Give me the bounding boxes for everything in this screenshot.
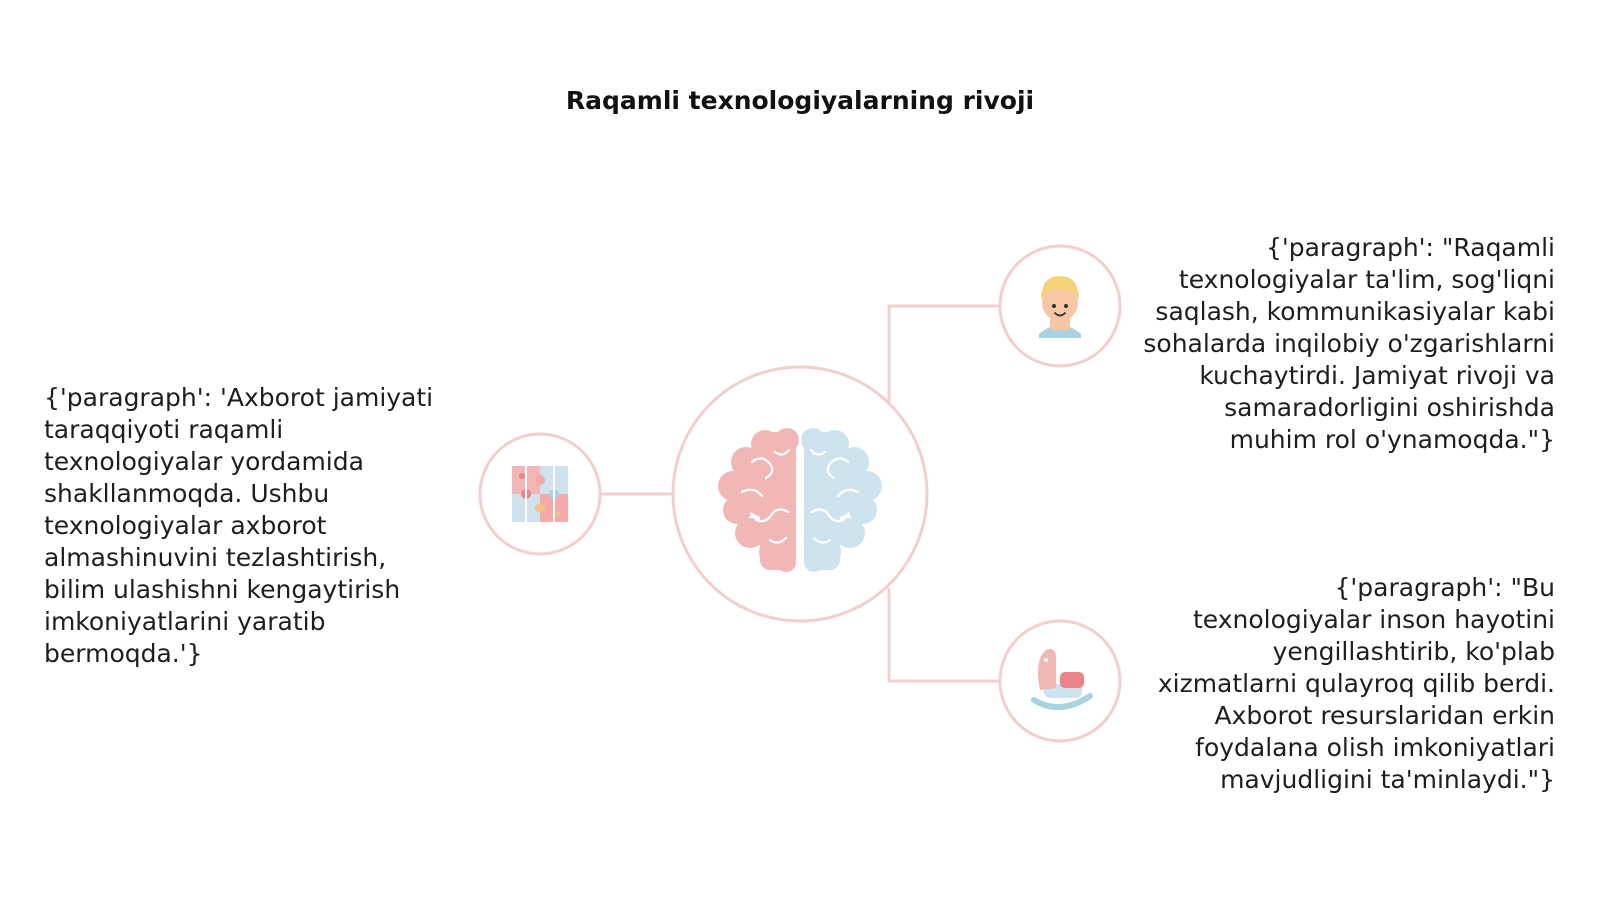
rocking-horse-icon (1031, 649, 1093, 710)
paragraph-left: {'paragraph': 'Axborot jamiyati taraqqiy… (44, 383, 434, 668)
connectors (600, 304, 1000, 683)
puzzle-icon (512, 466, 568, 522)
person-icon (1039, 276, 1081, 338)
right-top-node (998, 244, 1122, 368)
paragraph-right-bottom: {'paragraph': "Bu texnologiyalar inson h… (1157, 573, 1555, 794)
paragraph-right-top: {'paragraph': "Raqamli texnologiyalar ta… (1143, 233, 1555, 454)
page-title: Raqamli texnologiyalarning rivoji (565, 86, 1035, 115)
connector-right-top (887, 304, 1000, 403)
center-node (671, 365, 929, 623)
brain-icon (718, 428, 882, 572)
connector-right-bottom (887, 588, 1000, 683)
left-node (478, 432, 602, 556)
right-bottom-node (998, 619, 1122, 743)
